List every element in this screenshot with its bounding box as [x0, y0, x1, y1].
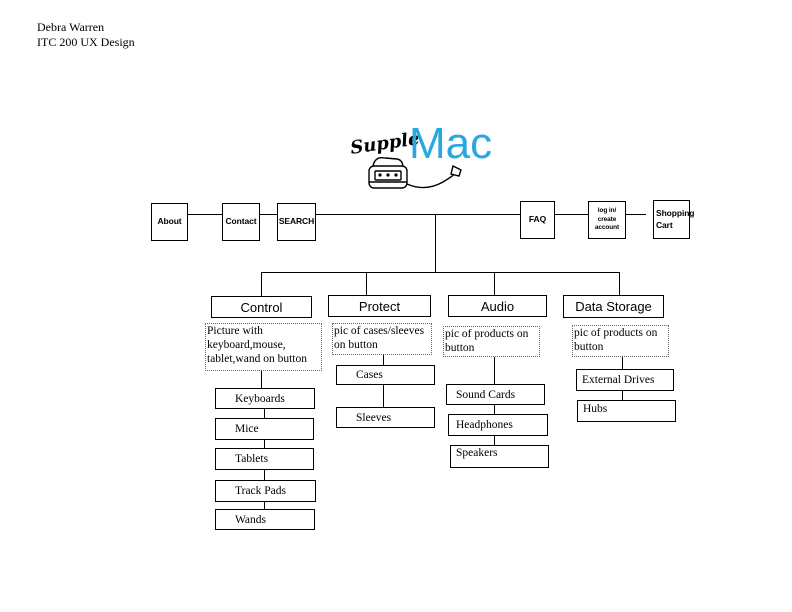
- about-label: About: [157, 216, 182, 227]
- suppleMac-logo: Supple Mac: [345, 118, 505, 198]
- control-image-note: Picture with keyboard,mouse, tablet,wand…: [205, 323, 322, 371]
- contact-page-box: Contact: [222, 203, 260, 241]
- control-item-keyboards: Keyboards: [215, 388, 315, 409]
- login-page-box: log in/ create account: [588, 201, 626, 239]
- suppleMac-logo-drawing: [368, 156, 462, 189]
- storage-item-external-drives-label: External Drives: [582, 374, 655, 386]
- audio-image-note: pic of products on button: [443, 326, 540, 357]
- protect-item-sleeves-label: Sleeves: [356, 411, 392, 424]
- category-protect-title: Protect: [358, 298, 401, 314]
- cart-label-line1: Shopping: [656, 208, 695, 219]
- category-data-storage: Data Storage: [563, 295, 664, 318]
- search-label: SEARCH: [278, 216, 315, 227]
- login-label-line2: create: [597, 215, 617, 223]
- shopping-cart-page-box: Shopping Cart: [653, 200, 694, 239]
- storage-image-note: pic of products on button: [572, 325, 669, 357]
- contact-label: Contact: [225, 216, 257, 227]
- protect-item-cases-label: Cases: [356, 369, 383, 381]
- logo-brand-text: Mac: [409, 119, 493, 168]
- protect-image-note: pic of cases/sleeves on button: [332, 323, 432, 355]
- category-storage-title: Data Storage: [575, 299, 652, 314]
- audio-item-headphones-label: Headphones: [456, 419, 513, 431]
- control-item-mice: Mice: [215, 418, 314, 440]
- control-item-wands-label: Wands: [235, 513, 267, 526]
- audio-item-speakers-label: Speakers: [456, 447, 498, 459]
- about-page-box: About: [151, 203, 188, 241]
- course-title: ITC 200 UX Design: [37, 35, 135, 49]
- control-item-track-pads: Track Pads: [215, 480, 316, 502]
- control-item-mice-label: Mice: [235, 423, 259, 435]
- control-item-tablets: Tablets: [215, 448, 314, 470]
- category-audio-title: Audio: [480, 298, 515, 314]
- storage-item-hubs-label: Hubs: [583, 403, 608, 415]
- category-protect: Protect: [328, 295, 431, 317]
- search-page-box: SEARCH: [277, 203, 316, 241]
- faq-page-box: FAQ: [520, 201, 555, 239]
- login-label-line3: account: [594, 224, 620, 232]
- author-name: Debra Warren: [37, 20, 105, 34]
- category-audio: Audio: [448, 295, 547, 317]
- storage-item-external-drives: External Drives: [576, 369, 674, 391]
- audio-item-headphones: Headphones: [448, 414, 548, 436]
- control-item-wands: Wands: [215, 509, 315, 530]
- login-label-line1: log in/: [597, 206, 617, 214]
- storage-item-hubs: Hubs: [577, 400, 676, 422]
- category-control: Control: [211, 296, 312, 318]
- category-control-title: Control: [240, 299, 283, 315]
- cart-label-line2: Cart: [656, 219, 673, 230]
- protect-item-sleeves: Sleeves: [336, 407, 435, 428]
- control-item-tablets-label: Tablets: [235, 453, 269, 465]
- audio-item-speakers: Speakers: [450, 445, 549, 468]
- control-item-track-pads-label: Track Pads: [235, 485, 287, 497]
- protect-item-cases: Cases: [336, 365, 435, 385]
- audio-item-sound-cards: Sound Cards: [446, 384, 545, 405]
- control-item-keyboards-label: Keyboards: [235, 392, 285, 405]
- faq-label: FAQ: [528, 214, 547, 225]
- audio-item-sound-cards-label: Sound Cards: [456, 388, 516, 401]
